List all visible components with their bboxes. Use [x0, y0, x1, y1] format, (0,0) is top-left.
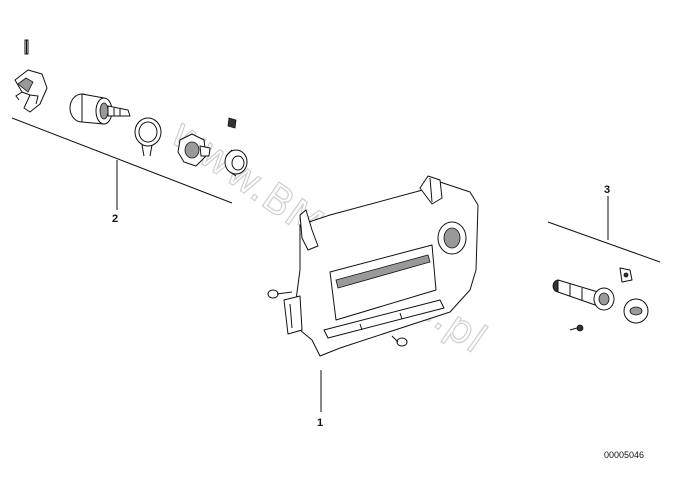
screw-bottom[interactable] [391, 335, 408, 347]
spring-ring-part[interactable] [134, 117, 162, 157]
cylinder-body-part[interactable] [69, 93, 131, 125]
left-mount-tab[interactable] [299, 209, 319, 251]
part-group-3[interactable]: 3 [547, 184, 661, 332]
assembly-line-3 [547, 221, 661, 263]
part-group-1[interactable]: 1 [267, 175, 479, 429]
sleeve-part[interactable] [224, 149, 248, 177]
small-screw-part[interactable] [569, 324, 584, 332]
round-socket[interactable] [437, 221, 467, 255]
retaining-clip-part[interactable] [619, 267, 633, 283]
part-group-2[interactable]: 2 [11, 39, 248, 225]
callout-label-2: 2 [112, 213, 118, 225]
pin-part[interactable] [24, 39, 29, 55]
door-cylinder-part[interactable] [552, 279, 615, 311]
drawing-code: 00005046 [604, 450, 644, 460]
housing-segment-part[interactable] [14, 69, 48, 113]
cover-cap-part[interactable] [623, 298, 649, 324]
callout-label-1: 1 [317, 417, 323, 429]
cam-part[interactable] [177, 133, 211, 167]
assembly-line-2 [11, 117, 233, 204]
side-arm [283, 295, 303, 335]
lower-rail [323, 299, 445, 339]
callout-label-3: 3 [604, 184, 610, 196]
small-clip-part[interactable] [227, 117, 237, 129]
screw-left[interactable] [267, 289, 293, 299]
